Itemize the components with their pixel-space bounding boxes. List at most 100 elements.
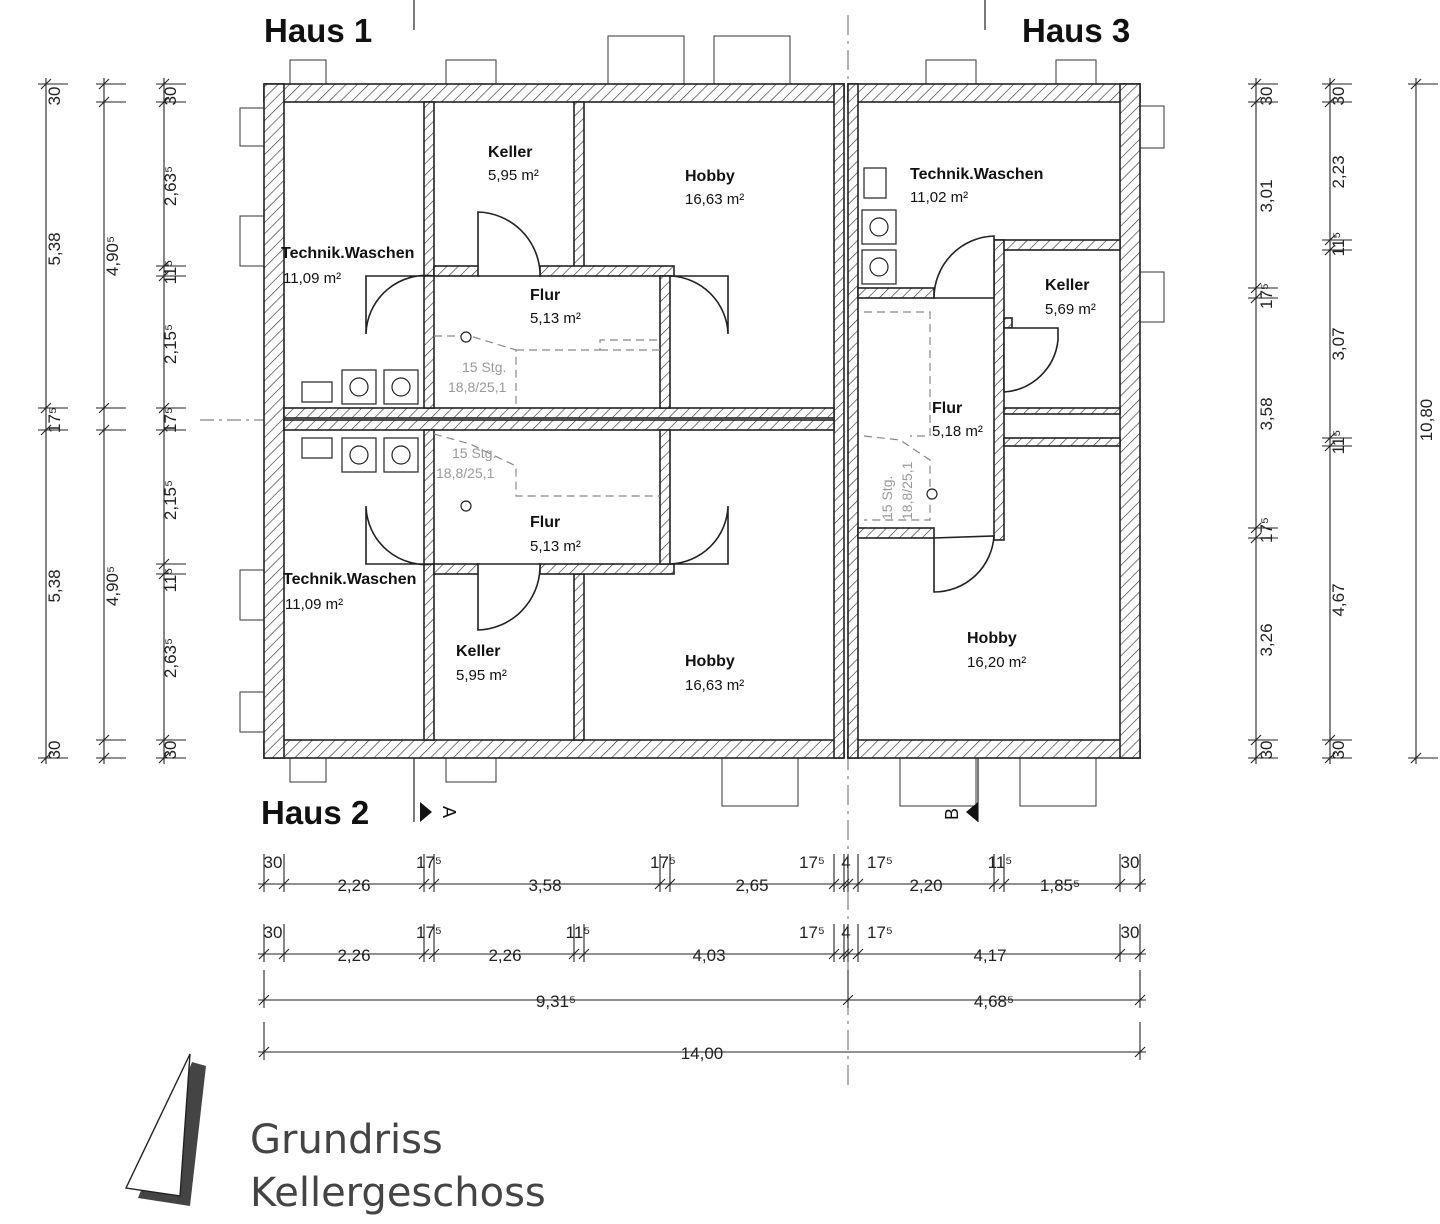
dimension-tick — [1114, 878, 1126, 890]
dimension-label: 4 — [841, 853, 850, 872]
dimension-tick — [1324, 234, 1336, 246]
room-flur-h1: Flur 5,13 m² — [530, 287, 581, 327]
dimension-label: 11⁵ — [1329, 232, 1348, 257]
dimension-label: 17⁵ — [45, 407, 64, 433]
dimension-label: 30 — [161, 87, 180, 106]
dimension-label: 11⁵ — [161, 260, 180, 285]
svg-text:Keller: Keller — [1045, 277, 1089, 294]
dimension-tick — [1410, 752, 1422, 764]
outer-walls — [263, 83, 1141, 759]
dimension-tick — [98, 78, 110, 90]
svg-text:5,13 m²: 5,13 m² — [530, 310, 581, 327]
dimension-tick — [158, 78, 170, 90]
dimension-tick — [1410, 78, 1422, 90]
dimension-label: 30 — [45, 87, 64, 106]
dimension-tick — [158, 402, 170, 414]
dimension-label: 2,26 — [488, 946, 521, 965]
svg-text:Keller: Keller — [456, 643, 500, 660]
svg-text:A: A — [439, 806, 459, 818]
dimension-label: 2,15⁵ — [161, 480, 180, 520]
stair-ratio: 18,8/25,1 — [448, 379, 507, 395]
svg-text:5,95 m²: 5,95 m² — [488, 167, 539, 184]
dimension-label: 17⁵ — [799, 853, 825, 872]
dimension-label: 17⁵ — [867, 923, 893, 942]
dimension-tick — [1324, 752, 1336, 764]
house-3-label: Haus 3 — [1022, 12, 1130, 49]
svg-text:11,09 m²: 11,09 m² — [285, 596, 343, 613]
dimension-tick — [842, 878, 854, 890]
dimension-label: 17⁵ — [799, 923, 825, 942]
stair-post-icon — [460, 500, 472, 512]
dimension-tick — [1324, 432, 1336, 444]
dimension-tick — [40, 424, 52, 436]
dimension-tick — [842, 994, 854, 1006]
room-keller-h1: Keller 5,95 m² — [488, 144, 539, 184]
dimension-tick — [158, 734, 170, 746]
dimension-tick — [40, 402, 52, 414]
dimension-label: 5,38 — [45, 232, 64, 265]
dimension-tick — [1324, 244, 1336, 256]
dimension-label: 3,01 — [1257, 179, 1276, 212]
svg-text:Flur: Flur — [932, 400, 962, 417]
room-hobby-h3: Hobby 16,20 m² — [967, 630, 1026, 671]
svg-text:11,09 m²: 11,09 m² — [283, 270, 341, 287]
dimension-label: 2,26 — [337, 946, 370, 965]
plan-title: Grundriss — [250, 1117, 443, 1163]
dimension-tick — [158, 260, 170, 272]
dimension-tick — [158, 558, 170, 570]
svg-text:B: B — [942, 808, 962, 820]
dimension-label: 17⁵ — [416, 923, 442, 942]
svg-text:Technik.Waschen: Technik.Waschen — [281, 245, 414, 262]
stair-label: 15 Stg. — [452, 445, 496, 461]
dimension-label: 1,85⁵ — [1040, 876, 1080, 895]
dimension-tick — [664, 878, 676, 890]
dimension-label: 17⁵ — [1257, 283, 1276, 309]
dimension-label: 30 — [1121, 923, 1140, 942]
dimension-label: 2,26 — [337, 876, 370, 895]
dimension-label: 11⁵ — [161, 568, 180, 593]
dimension-label: 17⁵ — [867, 853, 893, 872]
dimension-label: 11⁵ — [1329, 430, 1348, 455]
sink-icon — [301, 381, 333, 403]
dimension-label: 30 — [1257, 87, 1276, 106]
room-keller-h3: Keller 5,69 m² — [1045, 277, 1096, 318]
room-keller-h2: Keller 5,95 m² — [456, 643, 507, 684]
room-flur-h3: Flur 5,18 m² — [932, 400, 983, 440]
svg-text:Hobby: Hobby — [967, 630, 1017, 647]
dimension-tick — [40, 78, 52, 90]
dimension-tick — [98, 734, 110, 746]
dimension-label: 17⁵ — [1257, 517, 1276, 543]
dimension-label: 30 — [264, 923, 283, 942]
dimension-tick — [1324, 734, 1336, 746]
dimension-tick — [1250, 292, 1262, 304]
dimension-label: 10,80 — [1417, 399, 1436, 442]
plan-subtitle: Kellergeschoss — [250, 1170, 546, 1216]
dimension-label: 3,58 — [1257, 397, 1276, 430]
dimension-label: 3,26 — [1257, 623, 1276, 656]
dimension-tick — [158, 568, 170, 580]
dimension-tick — [258, 948, 270, 960]
dimension-tick — [1324, 96, 1336, 108]
dimension-tick — [842, 948, 854, 960]
dimension-label: 5,38 — [45, 569, 64, 602]
dimension-label: 4,68⁵ — [974, 992, 1014, 1011]
dimension-tick — [258, 994, 270, 1006]
dimension-tick — [278, 948, 290, 960]
dimension-tick — [258, 878, 270, 890]
dimension-tick — [1324, 78, 1336, 90]
dimension-tick — [158, 424, 170, 436]
dimension-tick — [418, 878, 430, 890]
dimension-label: 4,67 — [1329, 583, 1348, 616]
dimension-tick — [98, 752, 110, 764]
dimension-tick — [1250, 96, 1262, 108]
room-technik-h1: Technik.Waschen 11,09 m² — [281, 245, 414, 287]
north-arrow-icon — [124, 1053, 206, 1206]
room-hobby-h2: Hobby 16,63 m² — [685, 653, 744, 694]
dimension-tick — [158, 752, 170, 764]
dimension-label: 14,00 — [681, 1044, 724, 1063]
section-marker-b: B — [942, 802, 978, 822]
svg-text:Flur: Flur — [530, 287, 560, 304]
stairs: 15 Stg. 18,8/25,1 15 Stg. 18,8/25,1 15 S… — [433, 311, 938, 521]
svg-text:5,69 m²: 5,69 m² — [1045, 301, 1096, 318]
